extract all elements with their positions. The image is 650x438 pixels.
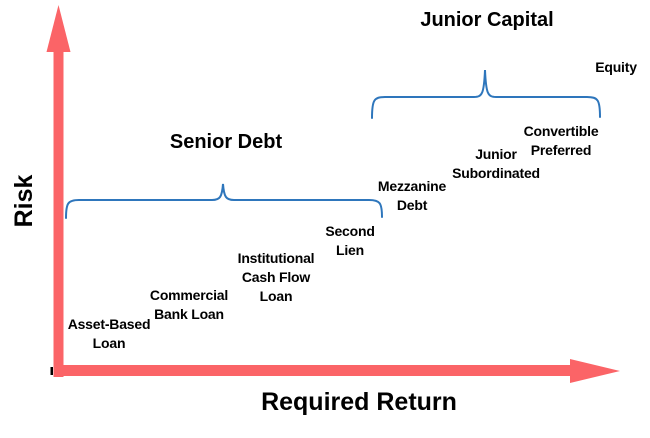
instrument-institutional-cash-flow-loan: Institutional Cash Flow Loan — [237, 250, 315, 304]
instrument-asset-based-loan: Asset-Based Loan — [67, 316, 151, 351]
junior-capital-brace — [371, 69, 601, 119]
instrument-mezzanine-debt: Mezzanine Debt — [377, 178, 447, 213]
x-axis-label-required-return: Required Return — [261, 388, 457, 416]
instrument-convertible-preferred: Convertible Preferred — [523, 123, 599, 158]
y-axis-label-risk: Risk — [10, 174, 38, 228]
instrument-equity: Equity — [595, 59, 637, 75]
instrument-second-lien: Second Lien — [325, 223, 375, 258]
risk-axis-line — [53, 46, 64, 377]
origin-tick — [50, 367, 53, 375]
instrument-commercial-bank-loan: Commercial Bank Loan — [149, 287, 229, 322]
return-axis-arrowhead — [570, 359, 620, 383]
group-label-junior-capital: Junior Capital — [420, 9, 554, 31]
group-label-senior-debt: Senior Debt — [169, 131, 283, 153]
return-axis-line — [53, 365, 571, 376]
risk-axis-arrowhead — [46, 5, 71, 52]
senior-debt-brace — [65, 183, 383, 219]
instrument-junior-subordinated: Junior Subordinated — [452, 146, 540, 181]
